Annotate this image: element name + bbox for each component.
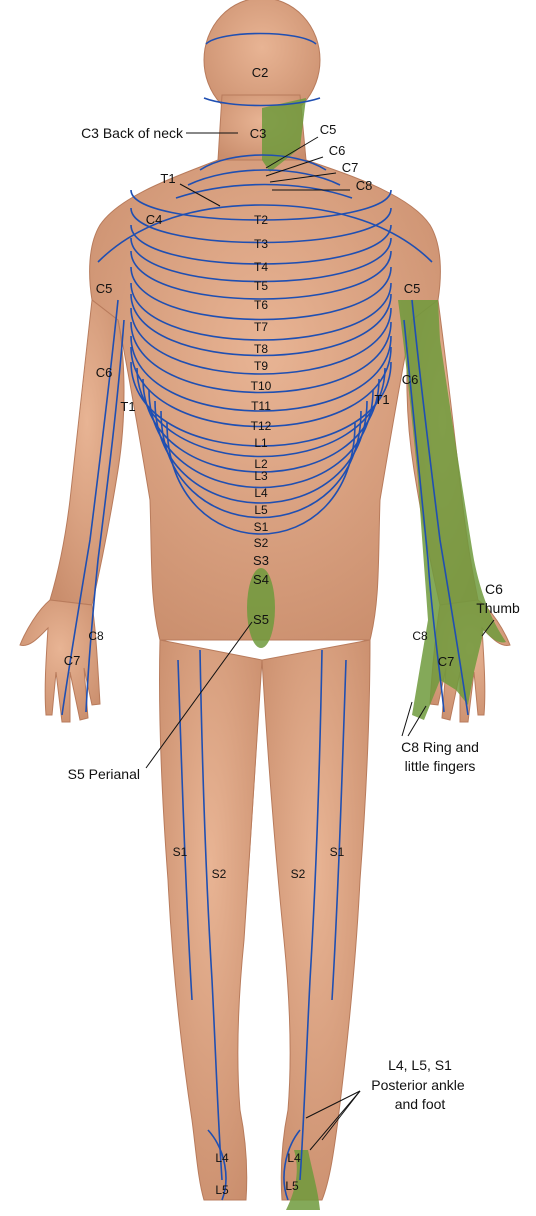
foot-l5-right: L5 — [285, 1179, 299, 1193]
spine-label-l5: L5 — [254, 503, 268, 517]
callout-c8-ring-2: little fingers — [405, 758, 476, 774]
spine-label-s4: S4 — [253, 572, 269, 587]
spine-label-t5: T5 — [254, 279, 268, 293]
left-c8: C8 — [88, 629, 104, 643]
left-hand — [20, 600, 100, 722]
callout-l4l5s1-2: Posterior ankle — [371, 1077, 465, 1093]
right-c7: C7 — [438, 654, 455, 669]
label-c6-neck: C6 — [329, 143, 346, 158]
spine-label-t8: T8 — [254, 342, 268, 356]
right-t1: T1 — [374, 392, 389, 407]
right-c6: C6 — [402, 372, 419, 387]
callout-s5-perianal: S5 Perianal — [68, 766, 140, 782]
spine-label-l4: L4 — [254, 486, 268, 500]
foot-l4-left: L4 — [215, 1151, 229, 1165]
label-t1-shoulder: T1 — [160, 171, 175, 186]
callout-l4l5s1-3: and foot — [395, 1096, 446, 1112]
spine-label-s2: S2 — [254, 536, 269, 550]
spine-label-t7: T7 — [254, 320, 268, 334]
spine-label-t3: T3 — [254, 237, 268, 251]
left-c6: C6 — [96, 365, 113, 380]
spine-label-s5: S5 — [253, 612, 269, 627]
label-c5-neck: C5 — [320, 122, 337, 137]
spine-label-s1: S1 — [254, 520, 269, 534]
callout-c6-thumb-2: Thumb — [476, 600, 520, 616]
leg-s2-left: S2 — [212, 867, 227, 881]
spine-label-s3: S3 — [253, 553, 269, 568]
label-c4: C4 — [146, 212, 163, 227]
spine-label-t9: T9 — [254, 359, 268, 373]
leg-s1-right: S1 — [330, 845, 345, 859]
spine-label-t2: T2 — [254, 213, 268, 227]
label-c7-neck: C7 — [342, 160, 359, 175]
foot-l4-right: L4 — [287, 1151, 301, 1165]
spine-label-t6: T6 — [254, 298, 268, 312]
callout-c8-ring-1: C8 Ring and — [401, 739, 479, 755]
right-c5: C5 — [404, 281, 421, 296]
spine-label-t11: T11 — [251, 399, 271, 413]
leg-s2-right: S2 — [291, 867, 306, 881]
spine-label-l3: L3 — [254, 469, 268, 483]
callout-c6-thumb-1: C6 — [485, 581, 503, 597]
callout-l4l5s1-1: L4, L5, S1 — [388, 1057, 452, 1073]
label-c8-neck: C8 — [356, 178, 373, 193]
left-c7: C7 — [64, 653, 81, 668]
right-c8: C8 — [412, 629, 428, 643]
spine-label-t12: T12 — [251, 419, 272, 433]
foot-l5-left: L5 — [215, 1183, 229, 1197]
spine-label-t4: T4 — [254, 260, 268, 274]
left-c5: C5 — [96, 281, 113, 296]
left-leg — [159, 640, 262, 1200]
label-c2: C2 — [252, 65, 269, 80]
spine-label-l1: L1 — [254, 436, 268, 450]
right-leg — [262, 640, 370, 1200]
label-c3: C3 — [250, 126, 267, 141]
callout-c3-back-neck: C3 Back of neck — [81, 125, 184, 141]
spine-label-t10: T10 — [251, 379, 272, 393]
left-t1: T1 — [120, 399, 135, 414]
leg-s1-left: S1 — [173, 845, 188, 859]
